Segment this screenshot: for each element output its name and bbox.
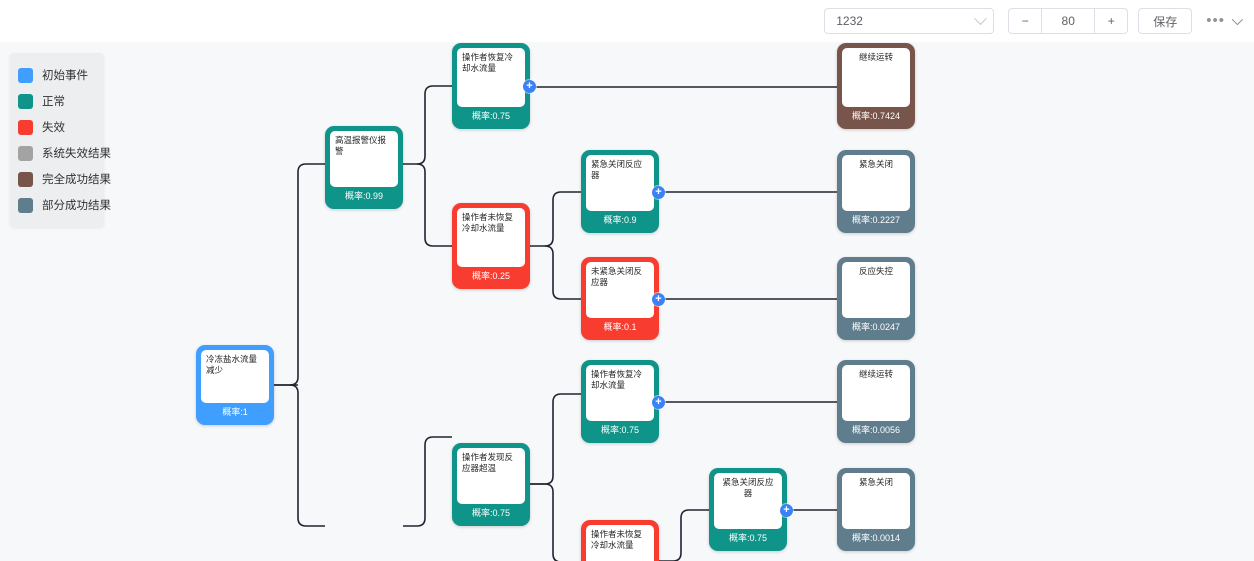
tree-node[interactable]: 紧急关闭反应器概率:0.75 + bbox=[709, 468, 793, 551]
link-n1-n4 bbox=[416, 163, 452, 247]
more-dots-icon: ••• bbox=[1206, 12, 1225, 29]
tree-node-probability: 概率:0.25 bbox=[471, 271, 511, 281]
tree-node-title: 继续运转 bbox=[842, 48, 910, 107]
zoom-control: − 80 + bbox=[1008, 8, 1129, 34]
tree-node-title: 操作者未恢复冷却水流量 bbox=[457, 208, 525, 267]
tree-node[interactable]: 继续运转概率:0.0056 bbox=[837, 360, 915, 443]
tree-node-probability: 概率:0.75 bbox=[471, 111, 511, 121]
legend-swatch-initial-event bbox=[18, 67, 33, 83]
link-n11-n14 bbox=[530, 483, 559, 561]
legend-item: 初始事件 bbox=[10, 62, 104, 88]
tree-node-title: 操作者未恢复冷却水流量 bbox=[586, 525, 654, 561]
tree-node-probability: 概率:0.0247 bbox=[851, 322, 901, 332]
link-root-lower bbox=[289, 384, 325, 527]
save-button[interactable]: 保存 bbox=[1138, 8, 1193, 34]
legend-label: 失效 bbox=[42, 122, 65, 134]
chevron-down-icon bbox=[1231, 13, 1244, 26]
tree-node[interactable]: 操作者发现反应器超温概率:0.75 bbox=[452, 443, 530, 526]
legend-item: 部分成功结果 bbox=[10, 192, 111, 218]
legend-panel: 初始事件 正常 失效 系统失效结果 完全成功结果 部分成功结果 bbox=[10, 53, 111, 227]
diagram-canvas[interactable]: 初始事件 正常 失效 系统失效结果 完全成功结果 部分成功结果 bbox=[0, 42, 1254, 561]
tree-node[interactable]: 操作者未恢复冷却水流量 bbox=[581, 520, 659, 561]
tree-node-probability: 概率:0.7424 bbox=[851, 111, 901, 121]
tree-node[interactable]: 紧急关闭概率:0.0014 bbox=[837, 468, 915, 551]
link-lower-up bbox=[403, 436, 452, 527]
chevron-down-icon bbox=[974, 11, 988, 25]
tree-node-probability: 概率:0.75 bbox=[600, 425, 640, 435]
tree-node[interactable]: 紧急关闭反应器概率:0.9 + bbox=[581, 150, 665, 233]
tree-node-title: 操作者恢复冷却水流量 bbox=[586, 365, 654, 421]
legend-label: 初始事件 bbox=[42, 70, 88, 82]
tree-node[interactable]: 未紧急关闭反应器概率:0.1 + bbox=[581, 257, 665, 340]
tree-node-probability: 概率:1 bbox=[222, 407, 248, 417]
legend-label: 部分成功结果 bbox=[42, 200, 111, 212]
tree-node[interactable]: 紧急关闭概率:0.2227 bbox=[837, 150, 915, 233]
link-n11-n9 bbox=[530, 393, 581, 485]
tree-node[interactable]: 高温报警仪报警概率:0.99 bbox=[325, 126, 403, 209]
tree-node-title: 冷冻盐水流量减少 bbox=[201, 350, 269, 403]
diagram-select[interactable]: 1232 bbox=[824, 8, 995, 34]
toolbar: 1232 − 80 + 保存 ••• bbox=[0, 0, 1254, 42]
tree-node-title: 操作者恢复冷却水流量 bbox=[457, 48, 525, 107]
tree-node-probability: 概率:0.2227 bbox=[851, 215, 901, 225]
link-n1-n2 bbox=[403, 85, 452, 165]
tree-node[interactable]: 操作者恢复冷却水流量概率:0.75 + bbox=[452, 43, 536, 129]
legend-item: 正常 bbox=[10, 88, 104, 114]
link-n4-n7 bbox=[544, 245, 581, 300]
diagram-select-value: 1232 bbox=[836, 14, 863, 28]
legend-swatch-partial-success-result bbox=[18, 197, 33, 213]
tree-node-probability: 概率:0.99 bbox=[344, 191, 384, 201]
legend-swatch-full-success-result bbox=[18, 171, 33, 187]
more-menu[interactable]: ••• bbox=[1206, 12, 1244, 29]
expand-node-icon[interactable]: + bbox=[780, 503, 793, 517]
expand-node-icon[interactable]: + bbox=[523, 80, 536, 93]
legend-swatch-failure bbox=[18, 119, 33, 135]
zoom-in-button[interactable]: + bbox=[1094, 8, 1129, 34]
tree-node[interactable]: 操作者未恢复冷却水流量概率:0.25 bbox=[452, 203, 530, 289]
tree-node-probability: 概率:0.75 bbox=[471, 508, 511, 518]
tree-node-title: 操作者发现反应器超温 bbox=[457, 448, 525, 504]
tree-node-probability: 概率:0.1 bbox=[603, 322, 637, 332]
link-n14-n12 bbox=[659, 509, 709, 561]
tree-node[interactable]: 继续运转概率:0.7424 bbox=[837, 43, 915, 129]
link-n4-n5 bbox=[530, 191, 581, 247]
legend-item: 系统失效结果 bbox=[10, 140, 111, 166]
tree-node-title: 紧急关闭 bbox=[842, 473, 910, 529]
expand-node-icon[interactable]: + bbox=[652, 292, 665, 306]
tree-node[interactable]: 冷冻盐水流量减少概率:1 bbox=[196, 345, 274, 425]
legend-item: 失效 bbox=[10, 114, 104, 140]
tree-node-title: 继续运转 bbox=[842, 365, 910, 421]
tree-node-probability: 概率:0.0056 bbox=[851, 425, 901, 435]
tree-node-title: 未紧急关闭反应器 bbox=[586, 262, 654, 318]
zoom-out-button[interactable]: − bbox=[1008, 8, 1043, 34]
expand-node-icon[interactable]: + bbox=[652, 395, 665, 409]
tree-node-probability: 概率:0.75 bbox=[728, 533, 768, 543]
legend-swatch-system-failure-result bbox=[18, 145, 33, 161]
tree-node-probability: 概率:0.9 bbox=[603, 215, 637, 225]
tree-node-title: 紧急关闭反应器 bbox=[586, 155, 654, 211]
tree-node-title: 紧急关闭 bbox=[842, 155, 910, 211]
legend-item: 完全成功结果 bbox=[10, 166, 111, 192]
legend-swatch-normal bbox=[18, 93, 33, 109]
tree-node[interactable]: 反应失控概率:0.0247 bbox=[837, 257, 915, 340]
legend-label: 完全成功结果 bbox=[42, 174, 111, 186]
tree-node-title: 紧急关闭反应器 bbox=[714, 473, 782, 529]
tree-node[interactable]: 操作者恢复冷却水流量概率:0.75 + bbox=[581, 360, 665, 443]
tree-node-title: 反应失控 bbox=[842, 262, 910, 318]
tree-node-probability: 概率:0.0014 bbox=[851, 533, 901, 543]
tree-node-title: 高温报警仪报警 bbox=[330, 131, 398, 187]
expand-node-icon[interactable]: + bbox=[652, 185, 665, 199]
link-root-n1 bbox=[274, 163, 325, 386]
zoom-level-value[interactable]: 80 bbox=[1041, 8, 1096, 34]
legend-label: 正常 bbox=[42, 96, 65, 108]
legend-label: 系统失效结果 bbox=[42, 148, 111, 160]
